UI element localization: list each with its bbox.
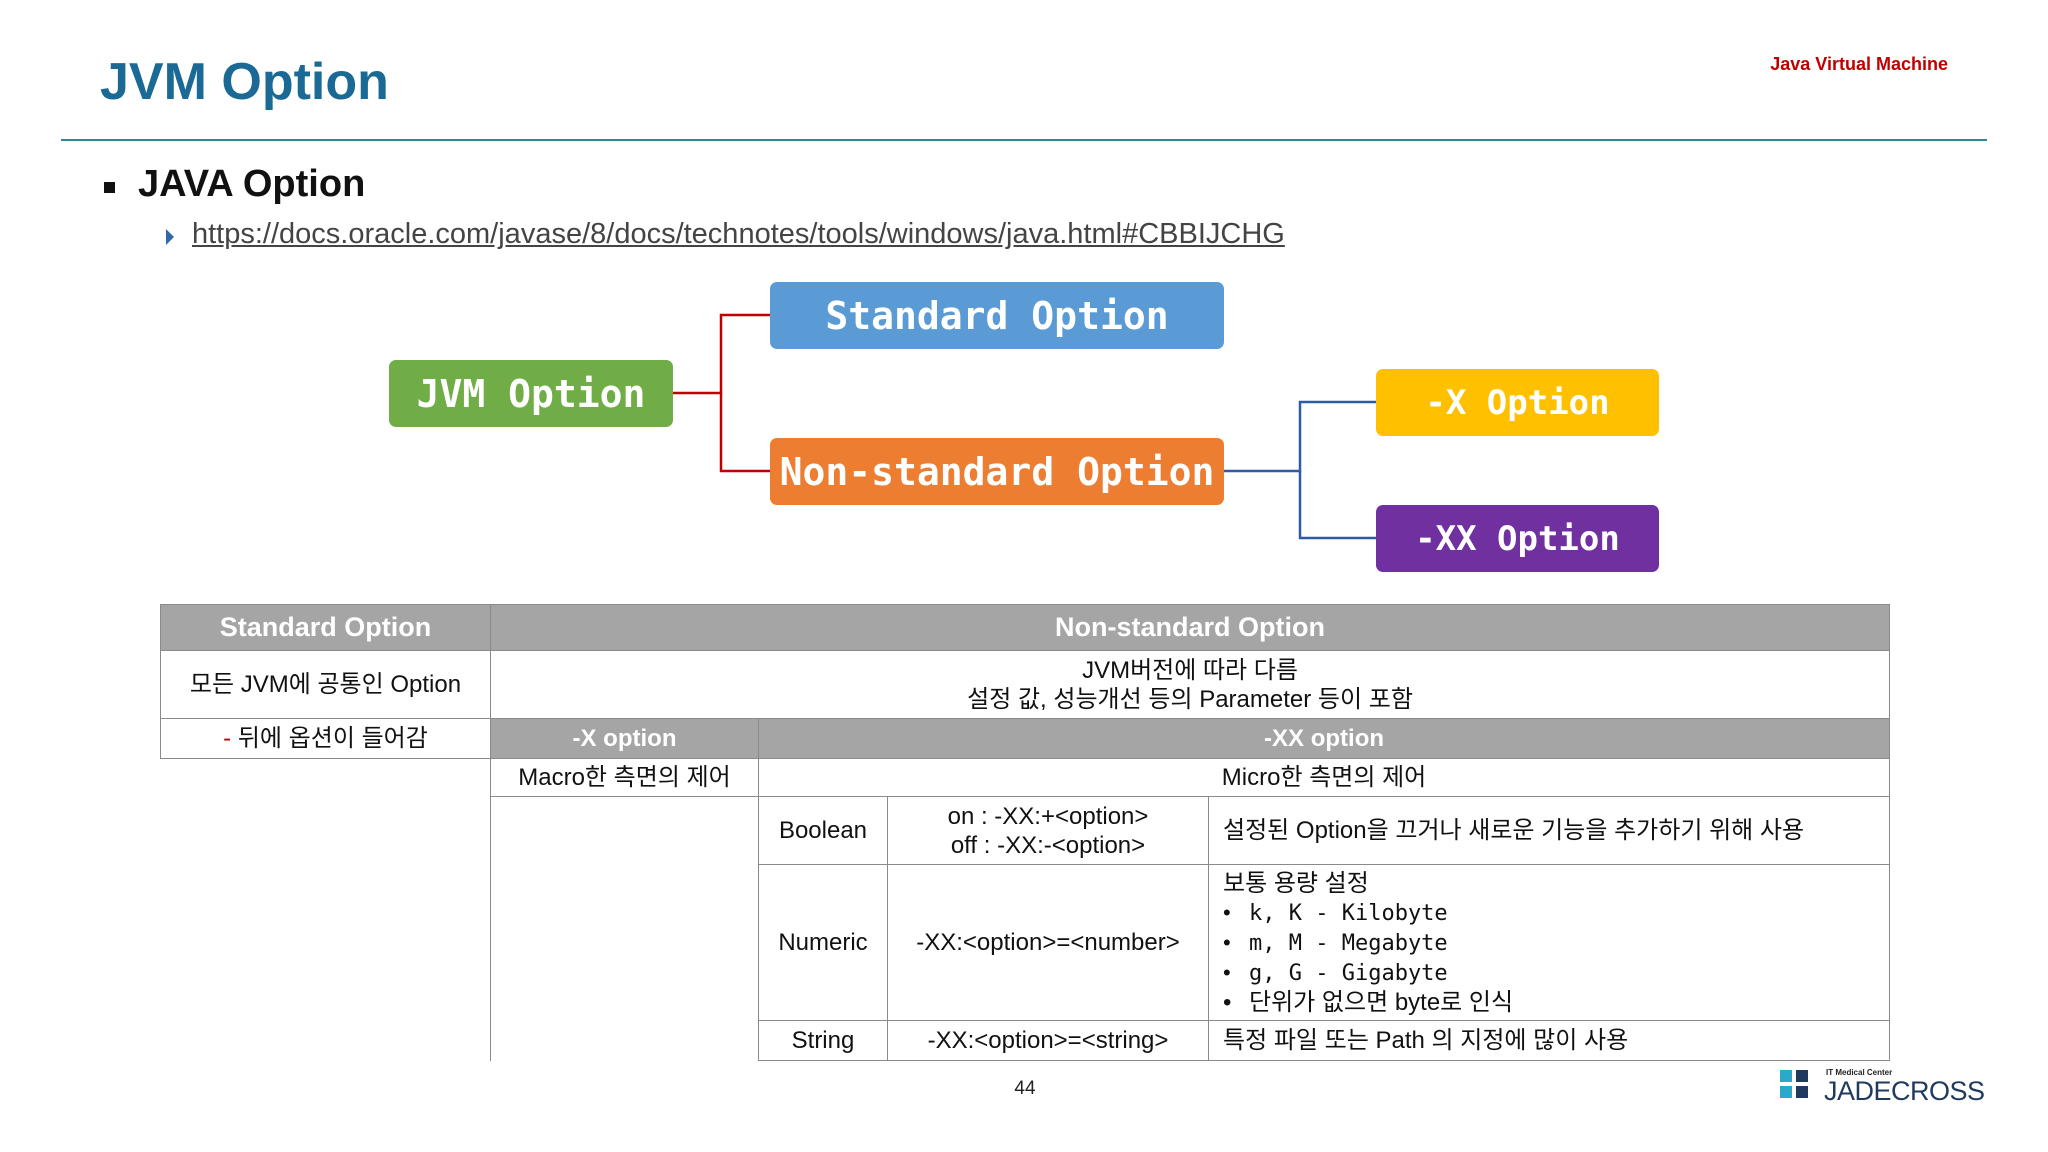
list-item: m, M - Megabyte — [1223, 928, 1883, 958]
standard-description: 모든 JVM에 공통인 Option — [160, 650, 491, 719]
logo-square-icon — [1796, 1070, 1808, 1082]
header-caption: Java Virtual Machine — [1770, 54, 1948, 74]
section-heading: JAVA Option — [138, 163, 366, 205]
list-item: k, K - Kilobyte — [1223, 898, 1883, 928]
syntax-boolean: on : -XX:+<option> off : -XX:-<option> — [887, 796, 1209, 865]
empty-cell — [160, 758, 491, 1061]
jadecross-logo: IT Medical Center JADECROSS — [1778, 1068, 1985, 1106]
type-boolean: Boolean — [758, 796, 888, 865]
standard-option-box: Standard Option — [770, 282, 1224, 349]
logo-wordmark: JADECROSS — [1824, 1076, 1985, 1106]
desc-numeric: 보통 용량 설정 k, K - Kilobyte m, M - Megabyte… — [1207, 864, 1891, 1021]
syntax-string: -XX:<option>=<string> — [887, 1020, 1209, 1061]
jvm-option-box: JVM Option — [389, 360, 673, 427]
table-row: Boolean on : -XX:+<option> off : -XX:-<o… — [161, 796, 1891, 1061]
connector-nonstandard-to-x — [1224, 400, 1376, 473]
logo-square-icon — [1780, 1086, 1792, 1098]
page-title: JVM Option — [100, 53, 389, 111]
table-header-row: Standard Option Non-standard Option — [160, 604, 1891, 651]
xx-option-description: Micro한 측면의 제어 — [757, 758, 1891, 797]
standard-note-text: 뒤에 옵션이 들어감 — [231, 725, 428, 752]
logo-square-icon — [1780, 1070, 1792, 1082]
list-item: 단위가 없으면 byte로 인식 — [1223, 988, 1883, 1017]
triangle-bullet-icon — [166, 229, 174, 245]
dash-marker: - — [223, 725, 232, 752]
xx-option-box: -XX Option — [1376, 505, 1659, 572]
table-row: Macro한 측면의 제어 Micro한 측면의 제어 — [160, 758, 1891, 1061]
type-numeric: Numeric — [758, 864, 888, 1021]
standard-note: - 뒤에 옵션이 들어감 — [160, 718, 491, 759]
type-string: String — [758, 1020, 888, 1061]
empty-cell — [490, 796, 759, 1061]
desc-string: 특정 파일 또는 Path 의 지정에 많이 사용 — [1207, 1020, 1891, 1061]
square-bullet-icon — [104, 182, 115, 193]
table-row: Numeric -XX:<option>=<number> 보통 용량 설정 k… — [161, 864, 1891, 1021]
x-option-box: -X Option — [1376, 369, 1659, 436]
x-option-description: Macro한 측면의 제어 — [490, 758, 759, 797]
header-standard: Standard Option — [160, 604, 491, 651]
non-standard-option-box: Non-standard Option — [770, 438, 1224, 505]
nonstandard-description-line1: JVM버전에 따라 다름 — [1082, 656, 1298, 684]
page-number: 44 — [1014, 1078, 1036, 1099]
desc-boolean: 설정된 Option을 끄거나 새로운 기능을 추가하기 위해 사용 — [1207, 796, 1891, 865]
connector-root-to-standard — [673, 313, 770, 395]
header-nonstandard: Non-standard Option — [489, 604, 1891, 651]
docs-link[interactable]: https://docs.oracle.com/javase/8/docs/te… — [192, 218, 1285, 250]
desc-numeric-title: 보통 용량 설정 — [1223, 869, 1369, 897]
table-row: 모든 JVM에 공통인 Option JVM버전에 따라 다름 설정 값, 성능… — [160, 650, 1891, 719]
unit-list: k, K - Kilobyte m, M - Megabyte g, G - G… — [1223, 898, 1883, 1017]
logo-subtitle: IT Medical Center — [1826, 1068, 1893, 1077]
nonstandard-description-line2: 설정 값, 성능개선 등의 Parameter 등이 포함 — [967, 685, 1413, 713]
syntax-numeric: -XX:<option>=<number> — [887, 864, 1209, 1021]
header-divider — [61, 139, 1987, 141]
table-row: String -XX:<option>=<string> 특정 파일 또는 Pa… — [161, 1020, 1891, 1061]
header-x-option: -X option — [490, 718, 759, 759]
connector-nonstandard-to-xx — [1298, 471, 1376, 540]
logo-square-icon — [1796, 1086, 1808, 1098]
list-item: g, G - Gigabyte — [1223, 958, 1883, 988]
nonstandard-description: JVM버전에 따라 다름 설정 값, 성능개선 등의 Parameter 등이 … — [489, 650, 1891, 719]
header-xx-option: -XX option — [757, 718, 1891, 759]
syntax-boolean-off: off : -XX:-<option> — [950, 831, 1146, 859]
syntax-boolean-on: on : -XX:+<option> — [947, 802, 1149, 830]
table-row: - 뒤에 옵션이 들어감 -X option -XX option — [160, 718, 1891, 759]
options-table: Standard Option Non-standard Option 모든 J… — [160, 604, 1891, 1061]
connector-root-to-nonstandard — [719, 393, 770, 473]
